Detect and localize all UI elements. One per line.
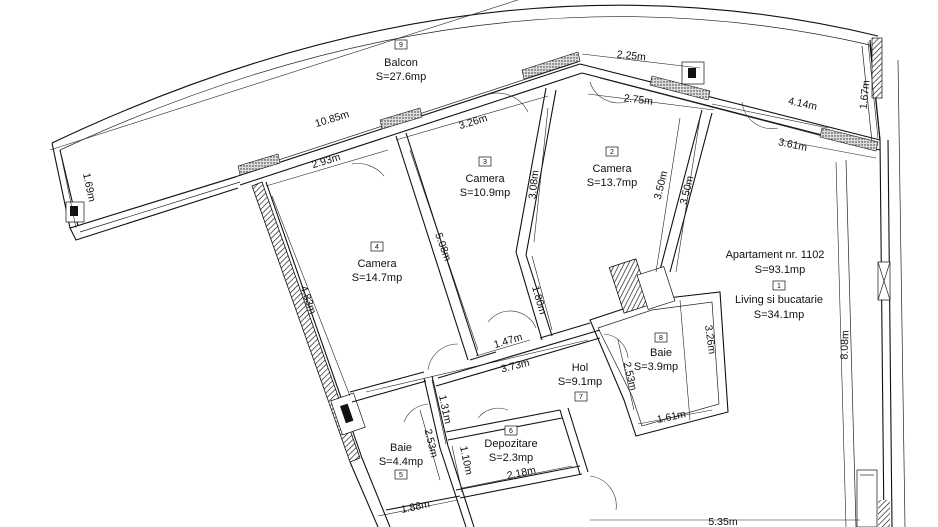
room-label-camera-4: 4 Camera S=14.7mp bbox=[352, 241, 402, 284]
apartment-title: Apartament nr. 1102 bbox=[726, 249, 825, 261]
dimension-label: 2.53m bbox=[422, 428, 441, 459]
dimension-label: 1.67m bbox=[858, 79, 873, 110]
dimension-label: 3.50m bbox=[678, 174, 697, 205]
room-number: 3 bbox=[483, 159, 487, 166]
room-area: S=2.3mp bbox=[489, 452, 533, 464]
room-number: 5 bbox=[399, 472, 403, 479]
room-area: S=14.7mp bbox=[352, 272, 402, 284]
apartment-area: S=93.1mp bbox=[755, 264, 805, 276]
dimension-label: 3.26m bbox=[702, 324, 718, 355]
doors bbox=[351, 81, 779, 511]
room-number: 7 bbox=[579, 394, 583, 401]
room-number: 6 bbox=[509, 428, 513, 435]
room-area: S=13.7mp bbox=[587, 177, 637, 189]
dimension-label: 10.85m bbox=[314, 108, 351, 130]
room-name: Camera bbox=[592, 163, 632, 175]
room-name: Hol bbox=[572, 362, 589, 374]
dimension-label: 3.08m bbox=[527, 169, 542, 200]
dimension-label: 1.10m bbox=[457, 445, 475, 476]
dimension-label: 5.35m bbox=[708, 516, 737, 527]
room-name: Camera bbox=[465, 173, 505, 185]
dimension-label: 3.26m bbox=[457, 112, 489, 132]
dimension-label: 2.18m bbox=[506, 464, 537, 482]
room-label-baie-8: 8 Baie S=3.9mp bbox=[634, 332, 678, 373]
dimension-labels: 2.25m 1.67m 10.85m 2.75m 4.14m 3.26m 3.6… bbox=[80, 49, 873, 527]
room-number: 9 bbox=[399, 42, 403, 49]
dimension-label: 2.75m bbox=[623, 92, 654, 107]
right-facade bbox=[856, 37, 906, 527]
room-label-living: 1 Living si bucatarie S=34.1mp bbox=[735, 280, 823, 321]
room-area: S=9.1mp bbox=[558, 376, 602, 388]
dimension-label: 1.88m bbox=[400, 498, 431, 516]
room-label-camera-3: 3 Camera S=10.9mp bbox=[460, 156, 510, 199]
dimension-label: 1.80m bbox=[529, 284, 549, 316]
room-name: Living si bucatarie bbox=[735, 294, 823, 306]
room-name: Baie bbox=[650, 347, 672, 359]
dimension-lines bbox=[49, 0, 879, 527]
room-label-camera-2: 2 Camera S=13.7mp bbox=[587, 146, 637, 189]
room-label-balcon: 9 Balcon S=27.6mp bbox=[376, 39, 426, 83]
apartment-label: Apartament nr. 1102 S=93.1mp bbox=[726, 249, 825, 276]
dimension-label: 1.61m bbox=[656, 408, 687, 426]
room-label-hol: Hol S=9.1mp 7 bbox=[558, 362, 602, 402]
dimension-label: 2.25m bbox=[616, 49, 647, 64]
room-number: 8 bbox=[659, 335, 663, 342]
room-area: S=10.9mp bbox=[460, 187, 510, 199]
dimension-label: 8.08m bbox=[838, 330, 851, 360]
dimension-label: 3.61m bbox=[777, 136, 808, 154]
room-area: S=4.4mp bbox=[379, 456, 423, 468]
room-label-depozitare: 6 Depozitare S=2.3mp bbox=[484, 425, 538, 464]
room-area: S=3.9mp bbox=[634, 361, 678, 373]
room-name: Balcon bbox=[384, 57, 418, 69]
room-name: Baie bbox=[390, 442, 412, 454]
room-area: S=34.1mp bbox=[754, 309, 804, 321]
room-number: 2 bbox=[610, 149, 614, 156]
dimension-label: 1.31m bbox=[436, 394, 454, 425]
room-number: 4 bbox=[375, 244, 379, 251]
room-name: Camera bbox=[357, 258, 397, 270]
room-area: S=27.6mp bbox=[376, 71, 426, 83]
interior-walls bbox=[251, 87, 857, 527]
dimension-label: 1.47m bbox=[492, 331, 524, 351]
room-number: 1 bbox=[777, 283, 781, 290]
dimension-label: 4.14m bbox=[787, 95, 818, 113]
room-name: Depozitare bbox=[484, 438, 537, 450]
room-label-baie-5: Baie S=4.4mp 5 bbox=[379, 442, 423, 480]
dimension-label: 1.69m bbox=[80, 172, 98, 203]
